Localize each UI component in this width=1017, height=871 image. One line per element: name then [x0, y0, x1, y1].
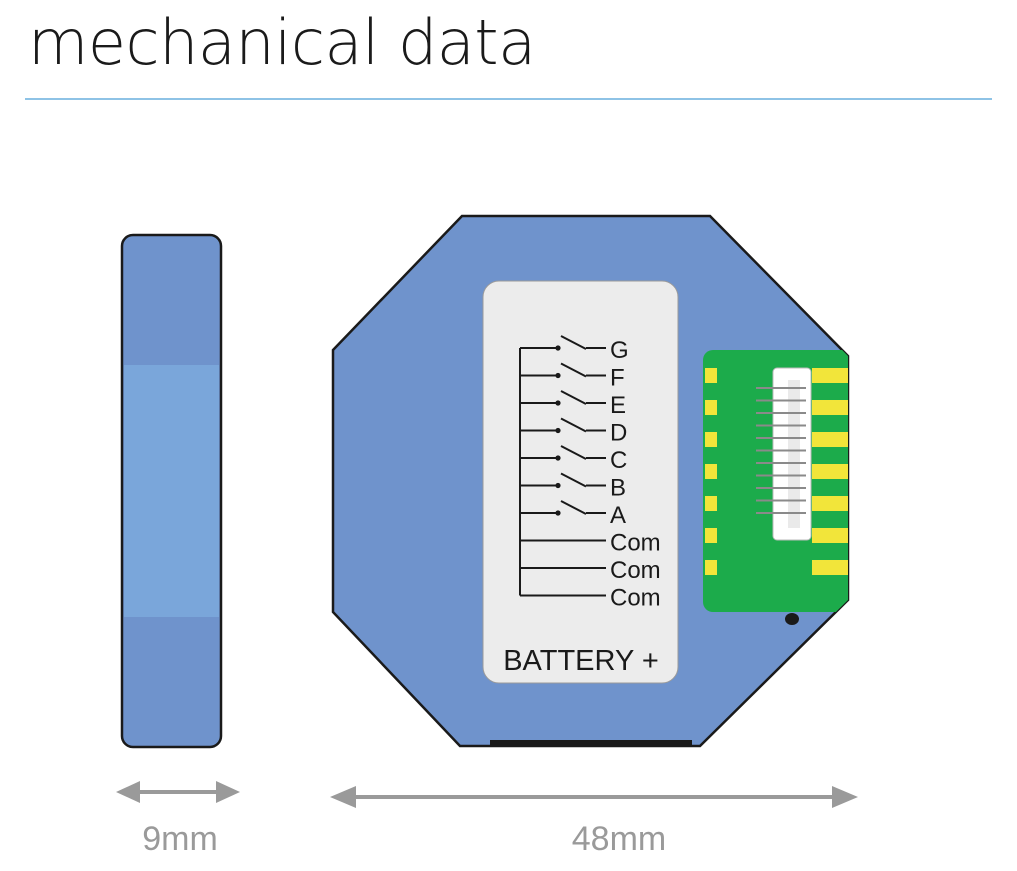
pcb-pad-left: [705, 560, 717, 575]
switch-b: B: [520, 472, 626, 502]
pcb-pads: [705, 368, 848, 575]
pcb-pad-left: [705, 496, 717, 511]
pcb-pad-left: [705, 464, 717, 479]
pcb-pad-right: [812, 368, 848, 383]
pcb-pad-left: [705, 528, 717, 543]
switch-f: F: [520, 362, 625, 392]
label-panel: [482, 280, 679, 684]
switch-e: E: [520, 390, 626, 419]
pcb-pad-right: [812, 496, 848, 511]
common-terminal: Com: [520, 557, 661, 584]
bottom-connector-slot: [490, 740, 692, 747]
terminal-label: Com: [610, 585, 661, 612]
pcb-pad-left: [705, 368, 717, 383]
side-view: [120, 233, 223, 749]
battery-label: BATTERY +: [503, 645, 659, 677]
terminal-label: A: [610, 502, 626, 529]
terminal-label: F: [610, 365, 625, 392]
pcb-pad-left: [705, 432, 717, 447]
terminal-label: D: [610, 420, 627, 447]
pcb-pad-right: [812, 464, 848, 479]
terminal-label: C: [610, 447, 627, 474]
title-divider: [25, 98, 992, 100]
terminal-label: Com: [610, 557, 661, 584]
common-terminal: Com: [520, 585, 661, 612]
front-width-arrow: [330, 786, 858, 808]
common-terminal: Com: [520, 530, 661, 557]
side-width-arrow: [116, 781, 240, 803]
mounting-dot: [785, 613, 799, 625]
dimension-arrows: [116, 781, 858, 808]
pcb-pad-right: [812, 560, 848, 575]
pcb-pad-right: [812, 432, 848, 447]
terminal-label: E: [610, 392, 626, 419]
pcb-pad-left: [705, 400, 717, 415]
front-width-label: 48mm: [572, 820, 666, 858]
connector-pins: [756, 387, 806, 514]
terminal-label: G: [610, 337, 629, 364]
page-title: mechanical data: [28, 6, 536, 79]
pcb-pad-right: [812, 400, 848, 415]
switch-g: G: [520, 335, 629, 364]
pcb-pad-right: [812, 528, 848, 543]
pcb-connector: [703, 350, 848, 612]
side-width-label: 9mm: [142, 820, 218, 858]
switch-d: D: [520, 417, 627, 447]
switch-c: C: [520, 445, 627, 474]
terminal-label: B: [610, 475, 626, 502]
terminal-label: Com: [610, 530, 661, 557]
side-view-band: [124, 365, 219, 617]
switch-a: A: [520, 500, 626, 529]
